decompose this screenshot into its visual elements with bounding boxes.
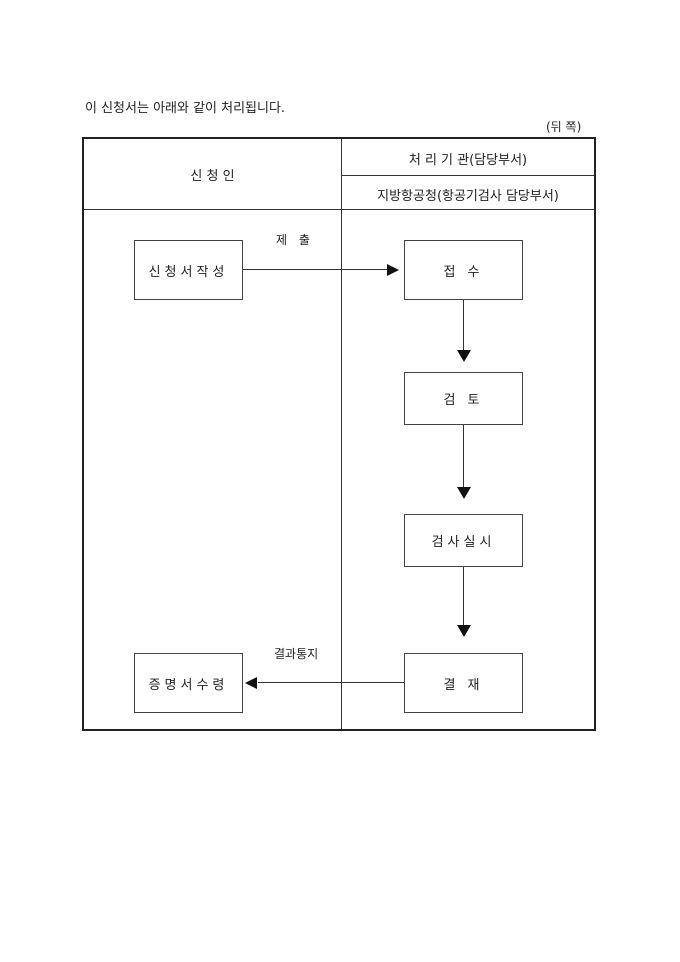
receive-arrowhead-icon (457, 350, 471, 362)
agency-header: 처 리 기 관(담당부서) (408, 153, 528, 168)
inspect-arrow-line (463, 567, 464, 625)
inspect-arrowhead-icon (457, 625, 471, 637)
certificate-box: 증명서수령 (134, 653, 243, 713)
review-arrowhead-icon (457, 487, 471, 499)
notify-arrow-line (258, 682, 404, 683)
review-arrow-line (463, 425, 464, 487)
agency-detail-header: 지방항공청(항공기검사 담당부서) (377, 189, 559, 204)
header-mid-line (341, 175, 594, 176)
review-box: 검 토 (404, 372, 523, 425)
notify-label: 결과통지 (274, 647, 319, 661)
column-divider (341, 139, 342, 729)
process-table: 신 청 인 처 리 기 관(담당부서) 지방항공청(항공기검사 담당부서) 신청… (82, 137, 596, 731)
approve-box: 결 재 (404, 653, 523, 713)
inspect-box: 검사실시 (404, 514, 523, 567)
applicant-header: 신 청 인 (190, 169, 235, 184)
submit-label: 제 출 (276, 233, 314, 247)
receive-box: 접 수 (404, 240, 523, 300)
submit-arrow-line (243, 269, 387, 270)
page-side-label: (뒤 쪽) (546, 120, 582, 134)
apply-box: 신청서작성 (134, 240, 243, 300)
header-bottom-line (84, 209, 594, 210)
submit-arrowhead-icon (387, 264, 399, 276)
intro-text: 이 신청서는 아래와 같이 처리됩니다. (85, 101, 286, 116)
receive-arrow-line (463, 300, 464, 350)
notify-arrowhead-icon (245, 677, 257, 689)
